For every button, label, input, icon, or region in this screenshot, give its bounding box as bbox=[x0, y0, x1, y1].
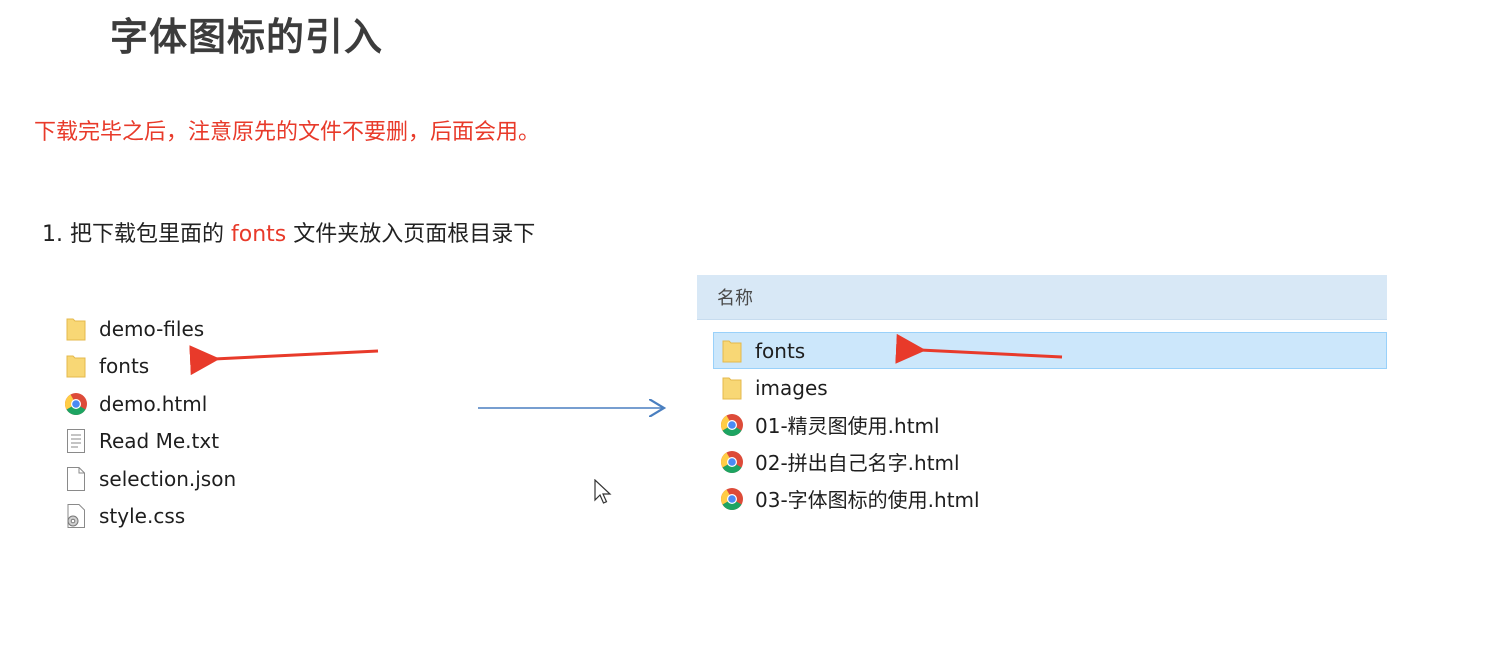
file-name: fonts bbox=[99, 354, 150, 379]
file-name: 01-精灵图使用.html bbox=[755, 414, 940, 438]
folder-icon bbox=[720, 374, 744, 402]
blank-file-icon bbox=[64, 465, 88, 493]
file-name: 03-字体图标的使用.html bbox=[755, 488, 980, 512]
folder-icon bbox=[720, 337, 744, 365]
explorer-row-selected[interactable]: fonts bbox=[713, 332, 1387, 369]
folder-icon bbox=[64, 315, 88, 343]
file-name: 02-拼出自己名字.html bbox=[755, 451, 960, 475]
explorer-row[interactable]: 02-拼出自己名字.html bbox=[697, 443, 1387, 480]
file-name: selection.json bbox=[99, 466, 237, 491]
step-prefix: 1. 把下载包里面的 bbox=[42, 222, 231, 247]
list-item[interactable]: style.css bbox=[64, 498, 236, 536]
mouse-cursor-icon bbox=[594, 479, 612, 504]
folder-icon bbox=[64, 352, 88, 380]
chrome-icon bbox=[720, 485, 744, 513]
file-name: fonts bbox=[755, 338, 806, 363]
column-header-name[interactable]: 名称 bbox=[697, 275, 1387, 320]
settings-file-icon bbox=[64, 502, 88, 530]
red-arrow-left bbox=[189, 345, 379, 376]
list-item[interactable]: selection.json bbox=[64, 460, 236, 498]
download-package-list: demo-files fonts demo.html Read Me.txt bbox=[64, 310, 236, 535]
explorer-row[interactable]: 01-精灵图使用.html bbox=[697, 406, 1387, 443]
slide-title: 字体图标的引入 bbox=[110, 15, 384, 59]
step-suffix: 文件夹放入页面根目录下 bbox=[286, 222, 536, 247]
text-file-icon bbox=[64, 427, 88, 455]
list-item[interactable]: demo.html bbox=[64, 385, 236, 423]
chrome-icon bbox=[720, 411, 744, 439]
step-highlight-fonts: fonts bbox=[230, 222, 287, 247]
explorer-panel: 名称 fonts images 01-精灵 bbox=[697, 275, 1387, 517]
file-name: demo-files bbox=[99, 316, 205, 341]
file-name: style.css bbox=[99, 504, 186, 529]
list-item[interactable]: demo-files bbox=[64, 310, 236, 348]
file-name: demo.html bbox=[99, 391, 208, 416]
file-name: Read Me.txt bbox=[99, 429, 220, 454]
explorer-file-list: fonts images 01-精灵图使用.html bbox=[697, 332, 1387, 517]
step-instruction: 1. 把下载包里面的 fonts 文件夹放入页面根目录下 bbox=[42, 216, 535, 248]
explorer-row[interactable]: images bbox=[697, 369, 1387, 406]
list-item[interactable]: Read Me.txt bbox=[64, 423, 236, 461]
chrome-icon bbox=[720, 448, 744, 476]
chrome-icon bbox=[64, 390, 88, 418]
warning-note: 下载完毕之后，注意原先的文件不要删，后面会用。 bbox=[34, 120, 541, 145]
file-name: images bbox=[755, 375, 828, 400]
list-item[interactable]: fonts bbox=[64, 348, 236, 386]
explorer-row[interactable]: 03-字体图标的使用.html bbox=[697, 480, 1387, 517]
